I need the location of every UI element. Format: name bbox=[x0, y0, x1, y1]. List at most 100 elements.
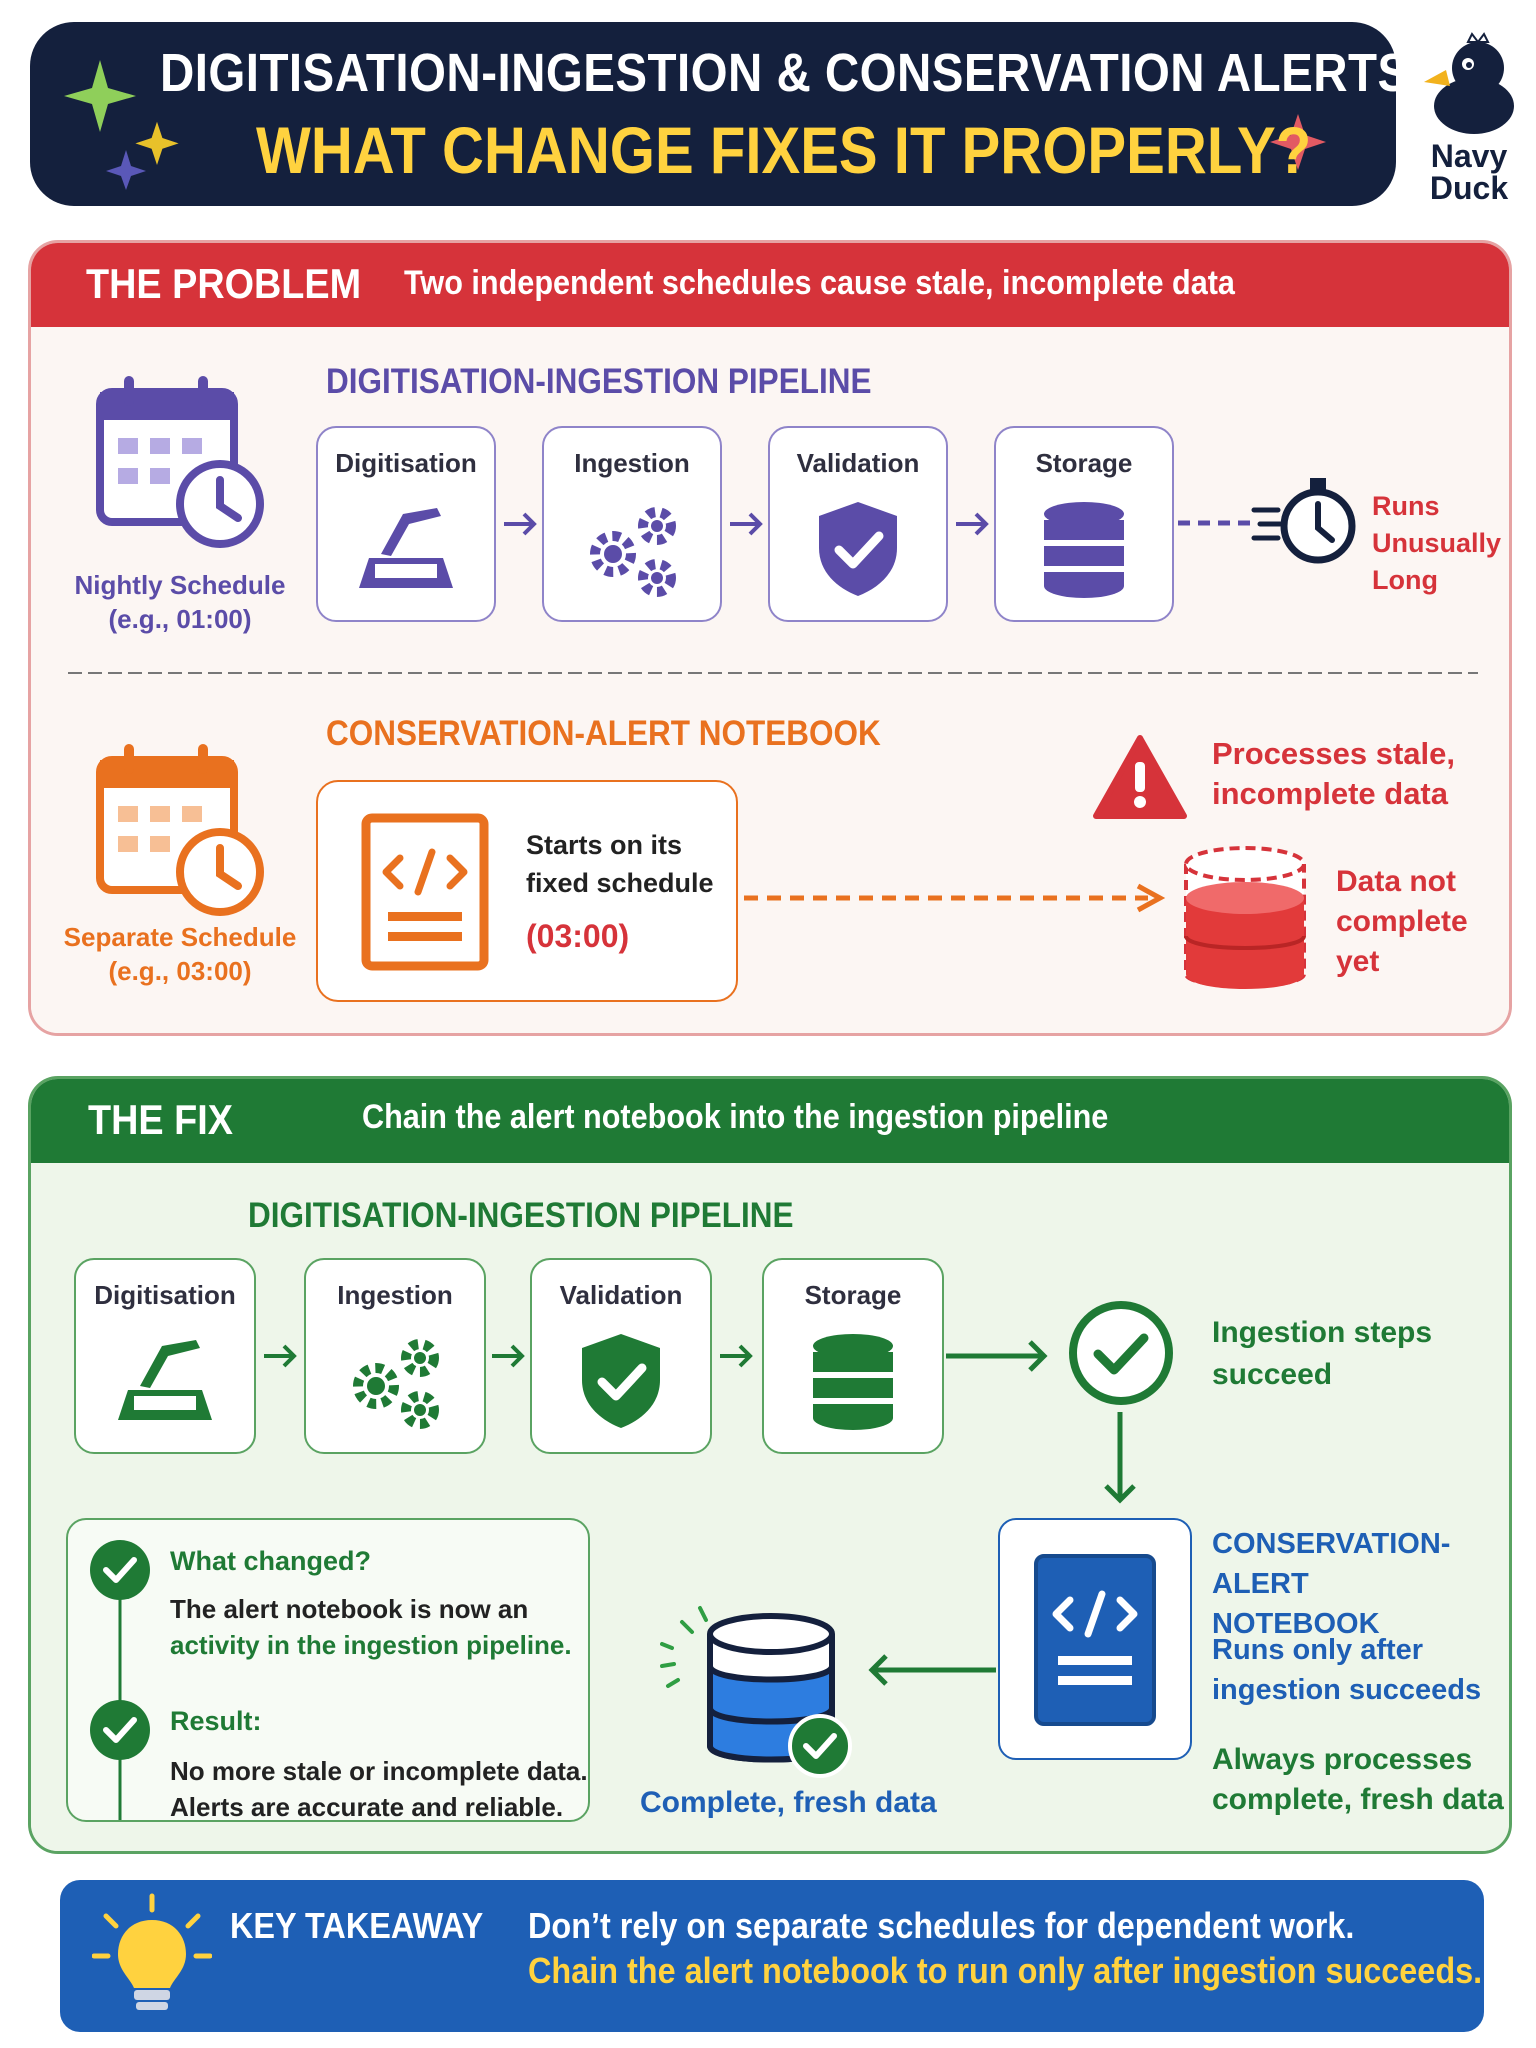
step-label: Digitisation bbox=[94, 1280, 236, 1310]
key-takeaway-banner bbox=[60, 1880, 1484, 2032]
data-not-complete-line: yet bbox=[1336, 945, 1380, 978]
section-divider bbox=[68, 672, 1478, 674]
database-partial-icon bbox=[1184, 846, 1306, 989]
check-circle-icon bbox=[90, 1700, 150, 1760]
runs-long-line: Long bbox=[1372, 565, 1438, 595]
warning-text: Processes stale, incomplete data bbox=[1212, 734, 1455, 814]
notebook-time: (03:00) bbox=[526, 918, 630, 954]
title-line1: DIGITISATION-INGESTION & CONSERVATION AL… bbox=[160, 43, 1410, 103]
warning-line: incomplete data bbox=[1212, 776, 1448, 811]
nightly-schedule-text: Nightly Schedule bbox=[74, 570, 286, 600]
timeline-line bbox=[118, 1570, 122, 1820]
notebook-start-line: fixed schedule bbox=[526, 868, 714, 898]
arrow-right-icon bbox=[504, 512, 537, 536]
data-not-complete-label: Data not complete yet bbox=[1336, 862, 1468, 982]
runs-after-line: Runs only after bbox=[1212, 1634, 1424, 1666]
header-banner bbox=[30, 22, 1396, 206]
duck-logo-icon bbox=[1424, 32, 1514, 134]
always-fresh-line: Always processes bbox=[1212, 1743, 1473, 1776]
fix-notebook-title-line: NOTEBOOK bbox=[1212, 1608, 1380, 1640]
warning-line: Processes stale, bbox=[1212, 736, 1456, 771]
arrow-left-icon bbox=[868, 1654, 996, 1686]
arrow-right-icon bbox=[264, 1344, 297, 1368]
shield-check-icon bbox=[819, 502, 897, 596]
problem-band bbox=[31, 243, 1509, 327]
fix-heading: THE FIX bbox=[88, 1096, 233, 1143]
separate-schedule-text: Separate Schedule bbox=[63, 922, 297, 952]
takeaway-line1: Don’t rely on separate schedules for dep… bbox=[528, 1905, 1355, 1946]
always-fresh-label: Always processes complete, fresh data bbox=[1212, 1740, 1504, 1820]
brand-name: Navy Duck bbox=[1429, 138, 1509, 206]
nightly-schedule-time: (e.g., 01:00) bbox=[108, 604, 252, 634]
step-label: Validation bbox=[559, 1280, 683, 1310]
arrow-down-icon bbox=[1104, 1412, 1136, 1504]
check-circle-icon bbox=[90, 1540, 150, 1600]
dashed-connector bbox=[1178, 520, 1254, 526]
sparkle-icon bbox=[64, 60, 179, 190]
step-label: Storage bbox=[1035, 448, 1133, 478]
what-changed-box bbox=[66, 1518, 590, 1822]
problem-pipeline-title: DIGITISATION-INGESTION PIPELINE bbox=[326, 362, 872, 401]
ingestion-succeed-label: Ingestion steps succeed bbox=[1212, 1312, 1432, 1396]
gears-icon bbox=[590, 507, 676, 597]
separate-schedule-label: Separate Schedule (e.g., 03:00) bbox=[60, 920, 300, 988]
fix-step-ingestion: Ingestion bbox=[304, 1258, 486, 1454]
fix-subheading: Chain the alert notebook into the ingest… bbox=[362, 1098, 1109, 1136]
result-text-line1: No more stale or incomplete data. bbox=[170, 1756, 588, 1786]
arrow-right-icon bbox=[946, 1340, 1048, 1372]
star-icon bbox=[1270, 114, 1326, 170]
step-label: Digitisation bbox=[335, 448, 477, 478]
runs-long-label: Runs Unusually Long bbox=[1372, 488, 1501, 599]
warning-icon bbox=[1093, 735, 1187, 819]
fix-notebook-title-line: CONSERVATION-ALERT bbox=[1212, 1528, 1451, 1600]
lightbulb-icon bbox=[92, 1893, 212, 2010]
shield-check-icon bbox=[582, 1334, 660, 1428]
gears-icon bbox=[353, 1339, 439, 1429]
runs-after-line: ingestion succeeds bbox=[1212, 1674, 1482, 1706]
fix-notebook-title: CONSERVATION-ALERT NOTEBOOK bbox=[1212, 1524, 1536, 1644]
problem-section bbox=[28, 240, 1512, 1036]
ingestion-succeed-line: succeed bbox=[1212, 1358, 1333, 1391]
fix-step-storage: Storage bbox=[762, 1258, 944, 1454]
notebook-start-line: Starts on its bbox=[526, 830, 683, 860]
fix-step-validation: Validation bbox=[530, 1258, 712, 1454]
calendar-clock-icon bbox=[96, 376, 264, 548]
fix-band bbox=[31, 1079, 1509, 1163]
calendar-clock-icon bbox=[96, 744, 264, 916]
fresh-data-label: Complete, fresh data bbox=[640, 1786, 937, 1819]
step-label: Storage bbox=[804, 1280, 902, 1310]
database-icon bbox=[813, 1334, 893, 1430]
always-fresh-line: complete, fresh data bbox=[1212, 1783, 1504, 1816]
arrow-right-icon bbox=[956, 512, 989, 536]
check-circle-icon bbox=[1069, 1301, 1173, 1405]
what-changed-highlight: activity in the ingestion pipeline. bbox=[170, 1630, 572, 1660]
code-notebook-icon bbox=[361, 813, 489, 971]
database-fresh-icon bbox=[660, 1606, 852, 1778]
step-label: Validation bbox=[796, 448, 920, 478]
problem-step-digitisation: Digitisation bbox=[316, 426, 496, 622]
problem-step-storage: Storage bbox=[994, 426, 1174, 622]
scanner-icon bbox=[359, 508, 453, 588]
fix-step-digitisation: Digitisation bbox=[74, 1258, 256, 1454]
problem-notebook-title: CONSERVATION-ALERT NOTEBOOK bbox=[326, 714, 881, 753]
arrow-right-icon bbox=[492, 1344, 525, 1368]
stopwatch-icon bbox=[1251, 478, 1356, 564]
arrow-right-icon bbox=[720, 1344, 753, 1368]
runs-long-line: Unusually bbox=[1372, 528, 1502, 558]
result-label: Result: bbox=[170, 1706, 262, 1736]
takeaway-label: KEY TAKEAWAY bbox=[230, 1905, 484, 1946]
data-not-complete-line: complete bbox=[1336, 905, 1468, 938]
arrow-right-icon bbox=[730, 512, 763, 536]
code-notebook-icon bbox=[1034, 1554, 1156, 1726]
problem-subheading: Two independent schedules cause stale, i… bbox=[404, 264, 1235, 302]
database-icon bbox=[1044, 502, 1124, 598]
notebook-start-text: Starts on its fixed schedule bbox=[526, 826, 714, 902]
data-not-complete-line: Data not bbox=[1336, 865, 1456, 898]
what-changed-label: What changed? bbox=[170, 1546, 371, 1576]
title-line2: WHAT CHANGE FIXES IT PROPERLY? bbox=[256, 113, 1312, 187]
separate-schedule-time: (e.g., 03:00) bbox=[108, 956, 252, 986]
nightly-schedule-label: Nightly Schedule (e.g., 01:00) bbox=[60, 568, 300, 636]
step-label: Ingestion bbox=[337, 1280, 453, 1310]
dashed-arrow bbox=[744, 883, 1166, 913]
what-changed-text: The alert notebook is now an bbox=[170, 1594, 529, 1624]
